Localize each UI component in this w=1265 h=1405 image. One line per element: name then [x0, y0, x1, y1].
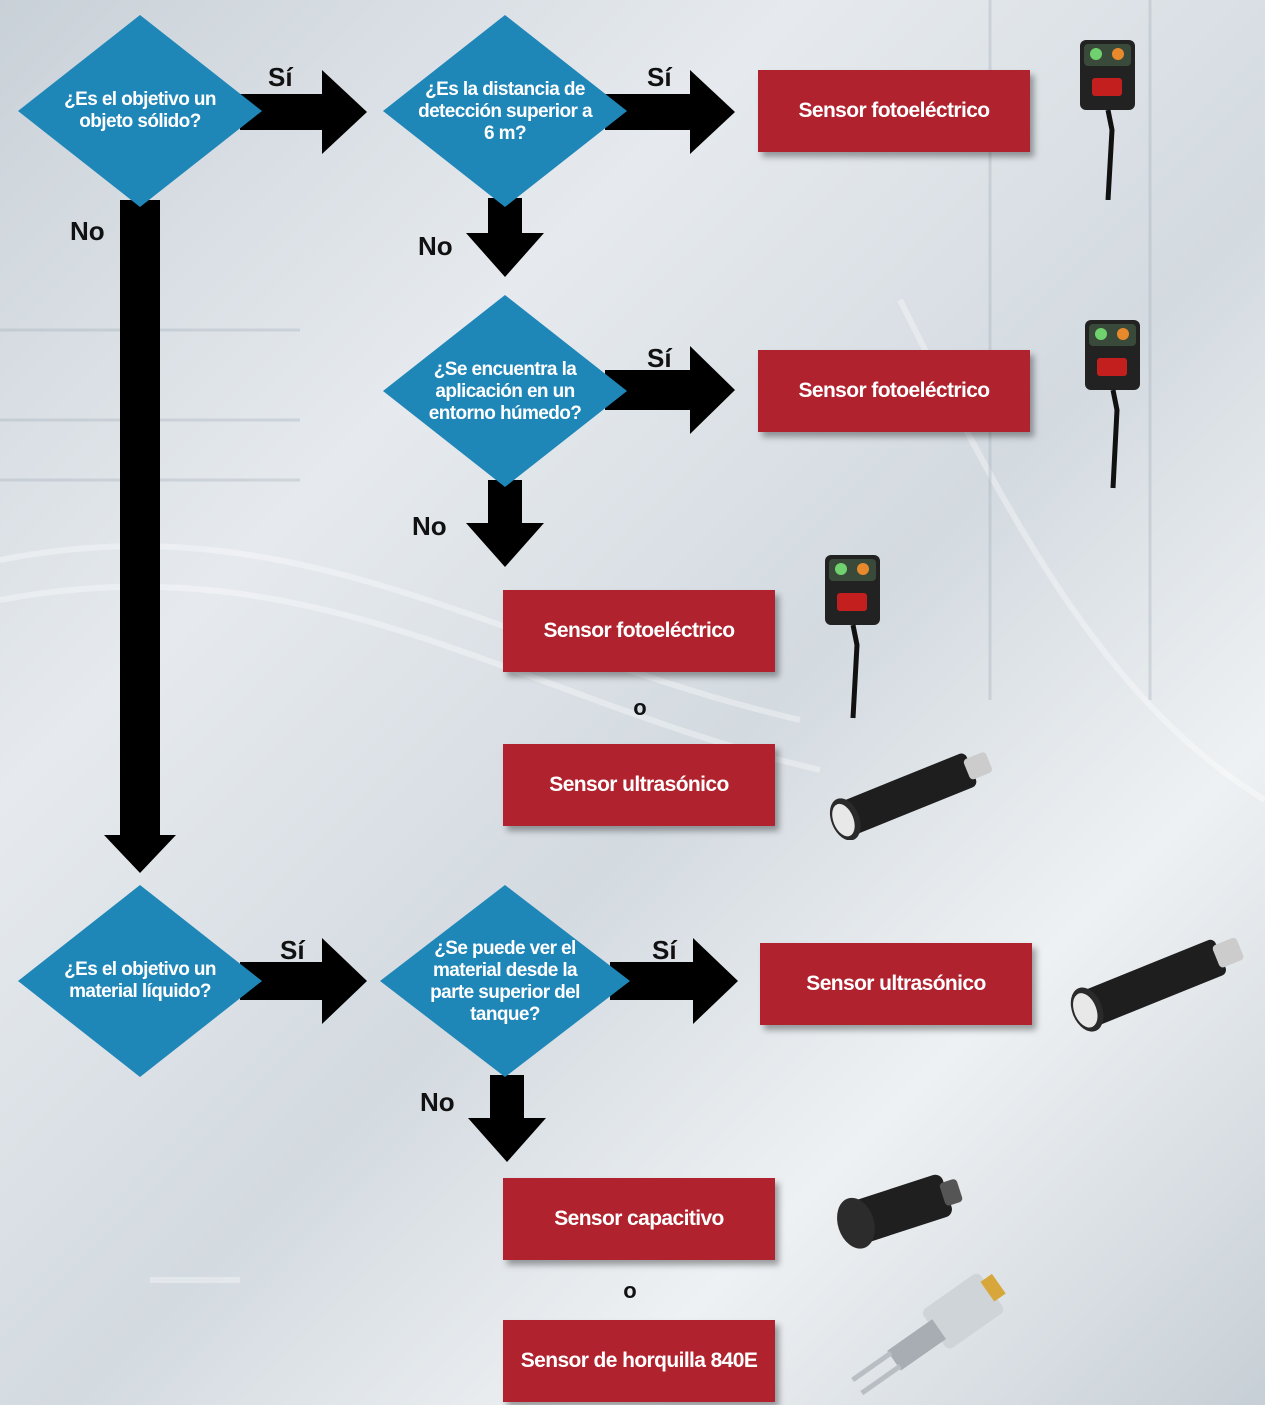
photoelectric-sensor-icon: [1080, 40, 1135, 200]
label-no-visible: No: [420, 1087, 455, 1117]
diamond-visible-top: [380, 885, 630, 1077]
label-yes-visible: Sí: [652, 935, 677, 965]
arrow-yes-visible: [610, 938, 738, 1024]
diamond-solid-object: [18, 15, 262, 207]
label-no-solid: No: [70, 216, 105, 246]
decision-solid-object-text: ¿Es el objetivo un objeto sólido?: [64, 89, 216, 132]
or-label-2: o: [623, 1278, 637, 1303]
arrow-yes-solid: [240, 70, 367, 154]
result-photoelectric-1: Sensor fotoeléctrico: [758, 70, 1030, 152]
arrow-yes-humid: [605, 346, 735, 434]
diamond-humid: [383, 295, 627, 487]
photoelectric-sensor-icon: [825, 555, 880, 719]
result-photoelectric-3: Sensor fotoeléctrico: [503, 590, 775, 672]
decision-distance-text: ¿Es la distancia de detección superior a…: [418, 79, 592, 144]
result-fork-840e: Sensor de horquilla 840E: [503, 1320, 775, 1402]
result-ultrasonic-1: Sensor ultrasónico: [503, 744, 775, 826]
result-photoelectric-2: Sensor fotoeléctrico: [758, 350, 1030, 432]
ultrasonic-sensor-icon: [1070, 937, 1244, 1032]
decision-visible-top-text: ¿Se puede ver el material desde la parte…: [430, 938, 580, 1025]
arrows: [104, 70, 738, 1162]
arrow-yes-distance: [605, 70, 735, 154]
arrow-yes-liquid: [240, 938, 367, 1024]
decision-diamonds: [18, 15, 630, 1077]
label-yes-solid: Sí: [268, 62, 293, 92]
decision-humid-text: ¿Se encuentra la aplicación en un entorn…: [428, 359, 582, 424]
photoelectric-sensor-icon: [1085, 320, 1140, 489]
diamond-liquid: [18, 885, 262, 1077]
label-yes-humid: Sí: [647, 343, 672, 373]
label-yes-distance: Sí: [647, 62, 672, 92]
diamond-distance: [383, 15, 627, 207]
fork-sensor-icon: [851, 1273, 1006, 1396]
label-no-humid: No: [412, 511, 447, 541]
arrow-no-solid: [104, 200, 176, 873]
capacitive-sensor-icon: [837, 1174, 963, 1249]
arrow-no-visible: [468, 1075, 546, 1162]
result-ultrasonic-2: Sensor ultrasónico: [760, 943, 1032, 1025]
or-label-1: o: [633, 695, 647, 720]
result-capacitive: Sensor capacitivo: [503, 1178, 775, 1260]
decision-liquid-text: ¿Es el objetivo un material líquido?: [64, 959, 216, 1002]
arrow-no-distance: [466, 198, 544, 277]
ultrasonic-sensor-icon: [829, 752, 992, 840]
label-yes-liquid: Sí: [280, 935, 305, 965]
arrow-no-humid: [466, 480, 544, 567]
label-no-distance: No: [418, 231, 453, 261]
